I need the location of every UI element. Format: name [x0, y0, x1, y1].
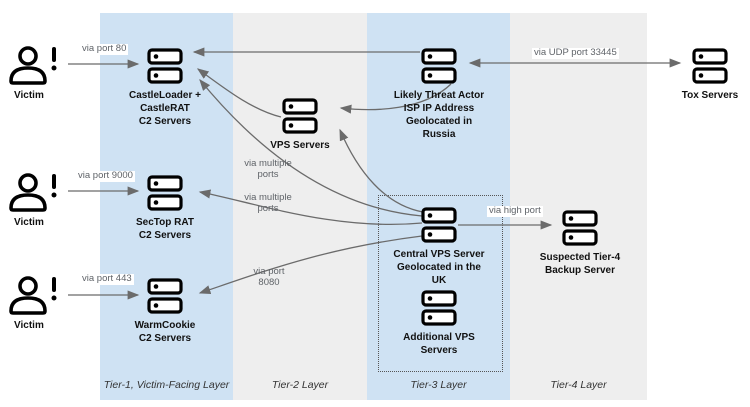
node-castleloader-c2: CastleLoader + CastleRAT C2 Servers: [105, 48, 225, 128]
vps-label: VPS Servers: [270, 140, 330, 151]
edge-label-multiple-ports-1: via multiple ports: [244, 158, 292, 180]
victim-icon: [6, 275, 60, 317]
victim-1-label: Victim: [14, 90, 44, 101]
server-icon: [421, 290, 457, 327]
node-threat-actor: Likely Threat Actor ISP IP Address Geolo…: [379, 48, 499, 141]
tier3-label: Tier-3 Layer: [410, 379, 467, 391]
tier4-label: Tier-4 Layer: [550, 379, 607, 391]
victim-3: Victim: [6, 275, 64, 332]
server-icon: [147, 175, 183, 212]
node-backup-server: Suspected Tier-4 Backup Server: [520, 210, 640, 277]
edge-label-udp33445: via UDP port 33445: [532, 47, 619, 59]
node-additional-vps: Additional VPS Servers: [379, 290, 499, 357]
tox-label: Tox Servers: [681, 90, 739, 101]
sectop-label: SecTop RAT C2 Servers: [136, 217, 194, 241]
victim-1: Victim: [6, 45, 64, 102]
edge-label-high-port: via high port: [487, 205, 543, 217]
victim-3-label: Victim: [14, 320, 44, 331]
tier1-label: Tier-1, Victim-Facing Layer: [103, 379, 230, 391]
warmcookie-label: WarmCookie C2 Servers: [134, 320, 196, 344]
backup-server-label: Suspected Tier-4 Backup Server: [539, 252, 621, 276]
node-central-vps: Central VPS Server Geolocated in the UK: [379, 207, 499, 287]
server-icon: [421, 207, 457, 244]
tier2-label: Tier-2 Layer: [271, 379, 329, 391]
victim-2-label: Victim: [14, 217, 44, 228]
node-vps-servers: VPS Servers: [240, 98, 360, 152]
server-icon: [562, 210, 598, 247]
edge-label-multiple-ports-2: via multiple ports: [244, 192, 292, 214]
server-icon: [421, 48, 457, 85]
castleloader-label: CastleLoader + CastleRAT C2 Servers: [129, 90, 201, 127]
victim-icon: [6, 45, 60, 87]
central-vps-label: Central VPS Server Geolocated in the UK: [393, 249, 485, 286]
victim-icon: [6, 172, 60, 214]
server-icon: [282, 98, 318, 135]
edge-label-port80: via port 80: [80, 43, 129, 55]
node-sectop-c2: SecTop RAT C2 Servers: [105, 175, 225, 242]
server-icon: [692, 48, 728, 85]
node-tox-servers: Tox Servers: [660, 48, 750, 102]
victim-2: Victim: [6, 172, 64, 229]
server-icon: [147, 48, 183, 85]
threat-actor-label: Likely Threat Actor ISP IP Address Geolo…: [393, 90, 485, 140]
edge-label-port8080: via port 8080: [253, 266, 285, 288]
edge-label-port9000: via port 9000: [76, 170, 135, 182]
server-icon: [147, 278, 183, 315]
node-warmcookie-c2: WarmCookie C2 Servers: [105, 278, 225, 345]
edge-label-port443: via port 443: [80, 273, 134, 285]
additional-vps-label: Additional VPS Servers: [403, 332, 475, 356]
